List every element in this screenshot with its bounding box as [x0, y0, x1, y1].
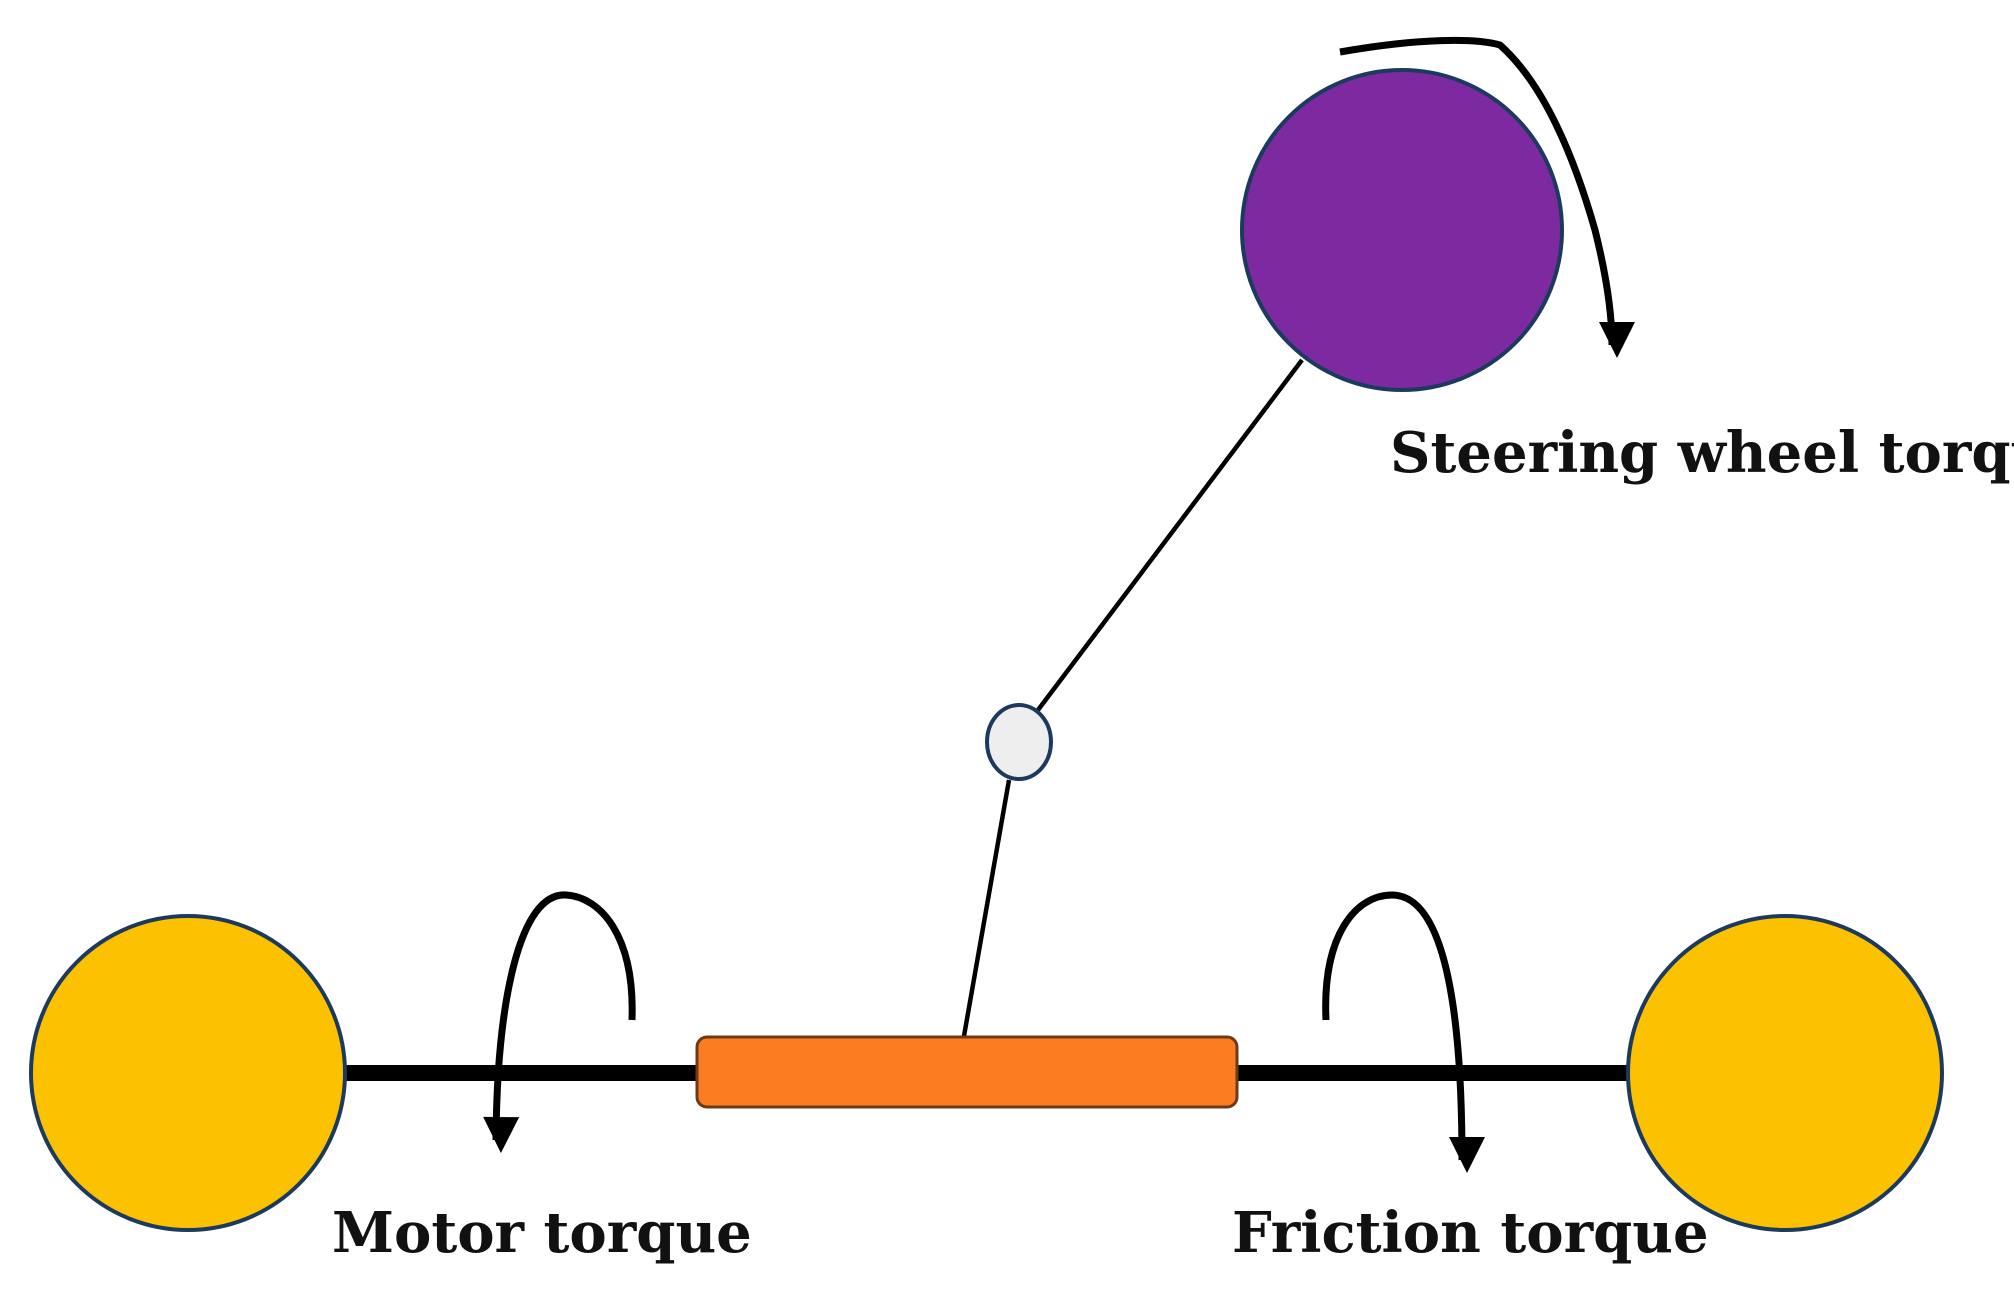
steering-wheel [1240, 68, 1564, 392]
intermediate-shaft [961, 779, 1012, 1037]
friction-torque-arrow [1322, 891, 1485, 1173]
friction-torque-label: Friction torque [1232, 1200, 1709, 1266]
steering-wheel-torque-label: Steering wheel torque [1390, 420, 2014, 486]
universal-joint [985, 703, 1053, 781]
motor-torque-label: Motor torque [332, 1200, 752, 1266]
motor-torque-arrow [483, 891, 636, 1154]
steering-column [1036, 358, 1304, 712]
left-road-wheel [29, 914, 347, 1232]
steering-wheel-torque-arrow [1339, 36, 1635, 358]
right-road-wheel [1626, 914, 1944, 1232]
steering-rack [695, 1035, 1239, 1109]
